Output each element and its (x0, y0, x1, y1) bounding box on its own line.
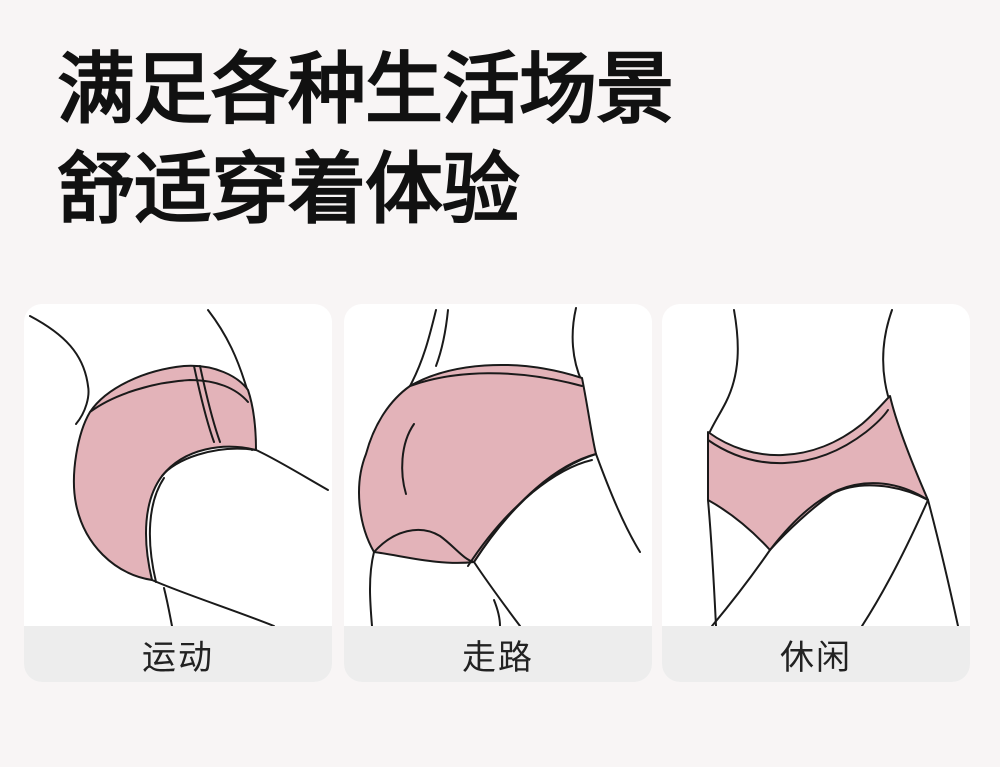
scenario-label-casual: 休闲 (662, 626, 970, 682)
headline-line-2: 舒适穿着体验 (57, 145, 520, 235)
walking-pose-illustration (358, 307, 641, 626)
sport-pose-illustration (29, 309, 329, 626)
scenario-card-casual: 休闲 (662, 304, 970, 682)
casual-pose-illustration (707, 309, 959, 626)
scenario-label-walking: 走路 (344, 626, 652, 682)
scenario-card-walking: 走路 (344, 304, 652, 682)
headline-line-1: 满足各种生活场景 (57, 45, 674, 135)
scenario-card-sport: 运动 (24, 304, 332, 682)
scenario-label-sport: 运动 (24, 626, 332, 682)
headline: 满足各种生活场景 舒适穿着体验 (57, 40, 674, 240)
